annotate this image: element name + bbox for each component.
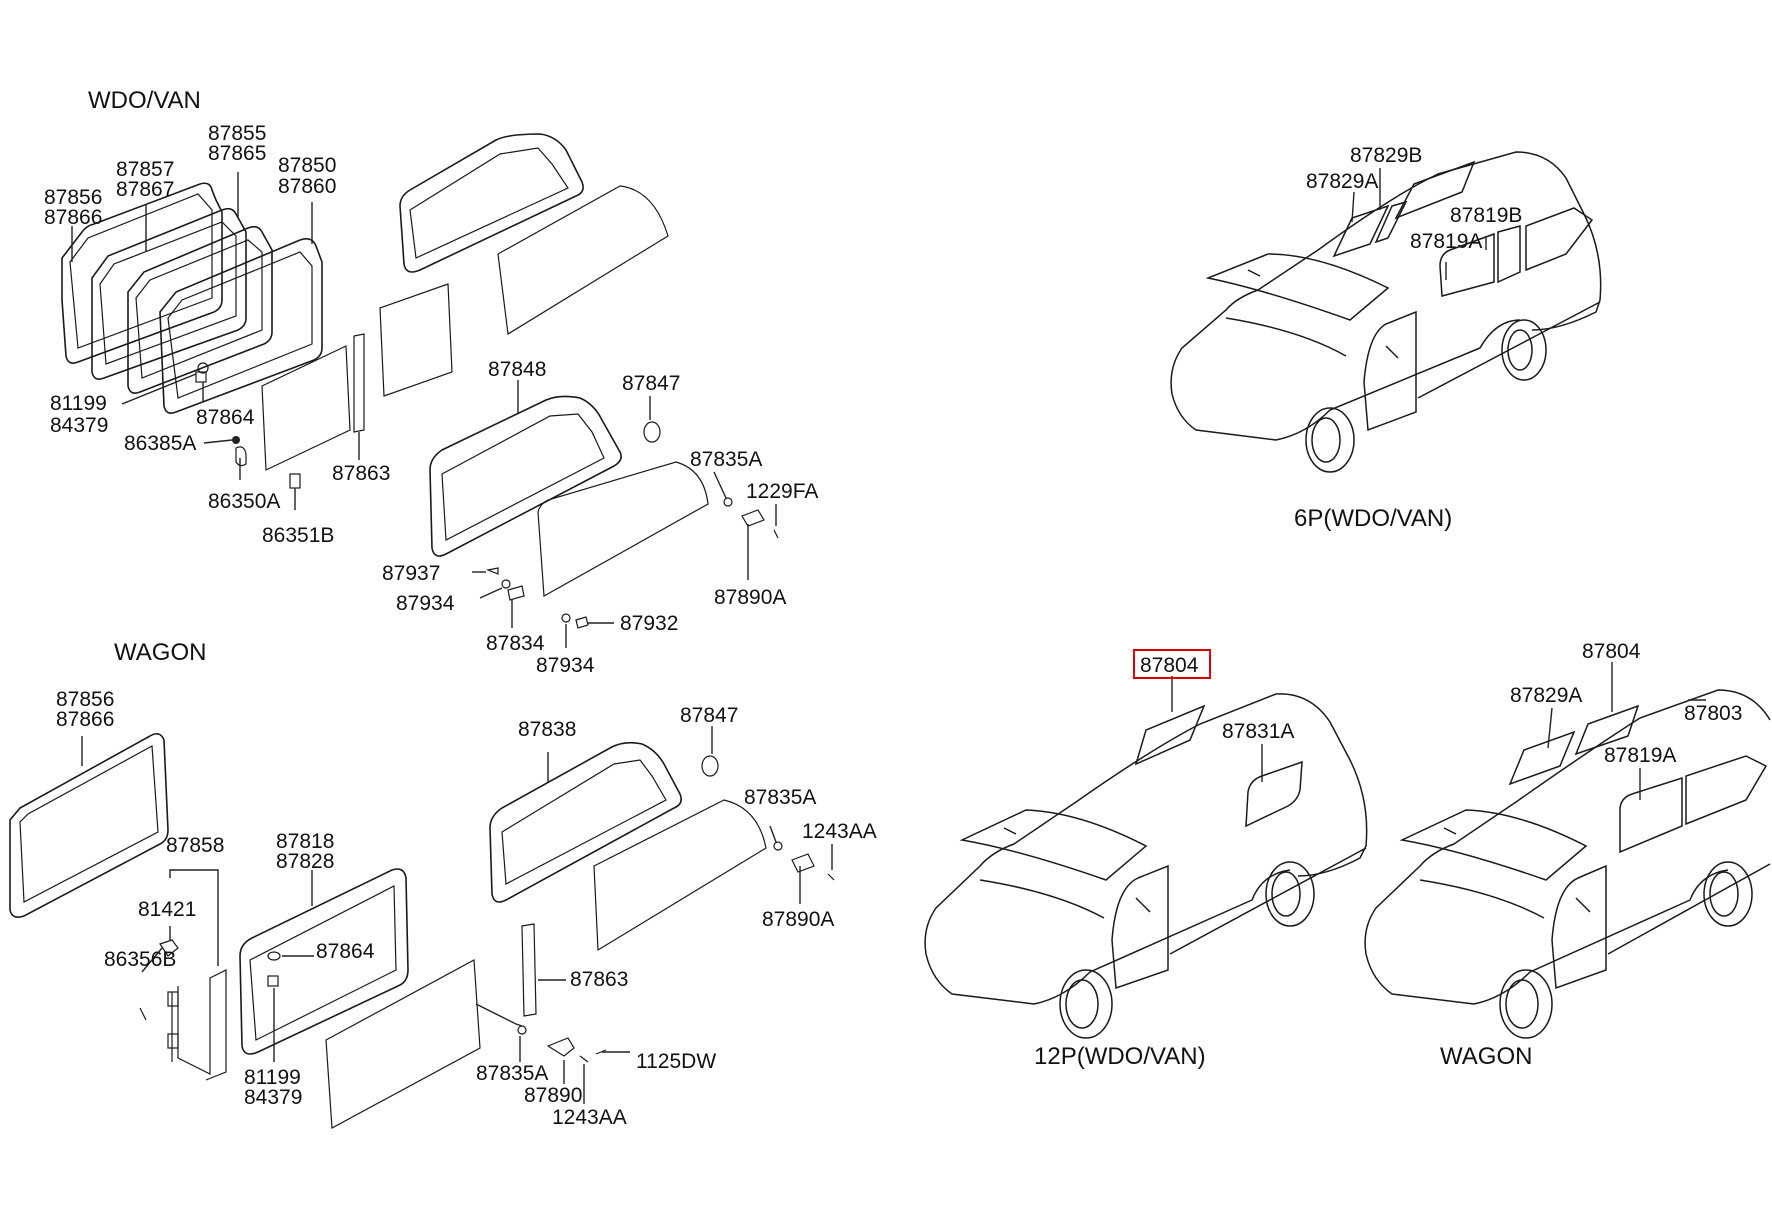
label-87866: 87866: [44, 206, 102, 229]
label-wagon-87847: 87847: [680, 704, 738, 727]
label-wagon-81421: 81421: [138, 898, 196, 921]
label-86351b: 86351B: [262, 524, 334, 547]
label-wagon-1125dw: 1125DW: [636, 1050, 716, 1073]
label-wagon-87835a: 87835A: [744, 786, 816, 809]
label-6p-87819a: 87819A: [1410, 230, 1482, 253]
label-84379: 84379: [50, 414, 108, 437]
vehicle-12p-leader-lines: [1171, 676, 1263, 782]
label-wagon-81199: 81199: [244, 1066, 301, 1089]
label-87865: 87865: [208, 142, 266, 165]
label-wagon-87856: 87856: [56, 688, 114, 711]
wagon-leader-lines: [81, 726, 833, 1104]
label-87835a: 87835A: [690, 448, 762, 471]
label-87834: 87834: [486, 632, 545, 655]
wdo-van-labels: 87856 87866 87857 87867 87855 87865 8785…: [44, 122, 818, 677]
wdo-van-parts-drawing: [61, 133, 779, 629]
vehicle-6p-labels: 87829B 87829A 87819B 87819A 6P(WDO/VAN): [1294, 144, 1522, 532]
label-87848: 87848: [488, 358, 546, 381]
label-87864: 87864: [196, 406, 255, 429]
label-87847: 87847: [622, 372, 680, 395]
label-wagon-87818: 87818: [276, 830, 334, 853]
label-86350a: 86350A: [208, 490, 280, 513]
label-6p-87819b: 87819B: [1450, 204, 1522, 227]
section-title-wdo-van: WDO/VAN: [88, 87, 201, 114]
section-title-wagon: WAGON: [114, 639, 206, 666]
label-wagon-87835a-lower: 87835A: [476, 1062, 548, 1085]
label-12p-87831a: 87831A: [1222, 720, 1294, 743]
vehicle-6p-leader-lines: [1351, 168, 1487, 280]
label-6p-87829a: 87829A: [1306, 170, 1378, 193]
label-1229fa: 1229FA: [746, 480, 818, 503]
label-wagon-1243aa: 1243AA: [802, 820, 877, 843]
wagon-labels: 87856 87866 87858 81421 86356B 87818 878…: [56, 688, 877, 1129]
label-wagon-87866: 87866: [56, 708, 114, 731]
label-6p-87829b: 87829B: [1350, 144, 1422, 167]
label-wagon-car-87804: 87804: [1582, 640, 1641, 663]
label-87934-upper: 87934: [396, 592, 455, 615]
label-wagon-87864: 87864: [316, 940, 375, 963]
label-wagon-87890a: 87890A: [762, 908, 834, 931]
wdo-van-leader-lines: [71, 172, 777, 648]
label-wagon-87890: 87890: [524, 1084, 582, 1107]
caption-wagon: WAGON: [1440, 1043, 1532, 1070]
label-wagon-car-87819a: 87819A: [1604, 744, 1676, 767]
label-wagon-87858: 87858: [166, 834, 224, 857]
label-87860: 87860: [278, 175, 336, 198]
label-87937: 87937: [382, 562, 440, 585]
label-87863: 87863: [332, 462, 390, 485]
caption-12p: 12P(WDO/VAN): [1034, 1043, 1206, 1070]
label-86385a: 86385A: [124, 432, 196, 455]
label-wagon-86356b: 86356B: [104, 948, 176, 971]
label-81199: 81199: [50, 392, 107, 415]
vehicle-wagon-labels: 87804 87829A 87803 87819A WAGON: [1440, 640, 1742, 1070]
caption-6p: 6P(WDO/VAN): [1294, 505, 1452, 532]
label-87850: 87850: [278, 154, 336, 177]
label-87856: 87856: [44, 186, 102, 209]
vehicle-6p-drawing: [1170, 151, 1602, 473]
label-wagon-84379: 84379: [244, 1086, 302, 1109]
label-87932: 87932: [620, 612, 678, 635]
label-87857: 87857: [116, 158, 174, 181]
label-wagon-87863: 87863: [570, 968, 628, 991]
vehicle-12p-drawing: [924, 693, 1368, 1039]
label-wagon-1243aa-lower: 1243AA: [552, 1106, 627, 1129]
label-wagon-87838: 87838: [518, 718, 576, 741]
vehicle-wagon-drawing: [1364, 689, 1771, 1039]
label-wagon-car-87803: 87803: [1684, 702, 1742, 725]
label-87934-lower: 87934: [536, 654, 595, 677]
label-87855: 87855: [208, 122, 266, 145]
wagon-parts-drawing: [9, 732, 835, 1129]
vehicle-12p-labels: 87804 87831A 12P(WDO/VAN): [1034, 649, 1294, 1070]
label-wagon-87828: 87828: [276, 850, 334, 873]
vehicle-wagon-leader-lines: [1547, 662, 1706, 800]
highlight-box-87804: [1133, 649, 1211, 679]
label-wagon-car-87829a: 87829A: [1510, 684, 1582, 707]
label-12p-87804[interactable]: 87804: [1140, 654, 1199, 677]
label-87890a: 87890A: [714, 586, 786, 609]
label-87867: 87867: [116, 178, 174, 201]
